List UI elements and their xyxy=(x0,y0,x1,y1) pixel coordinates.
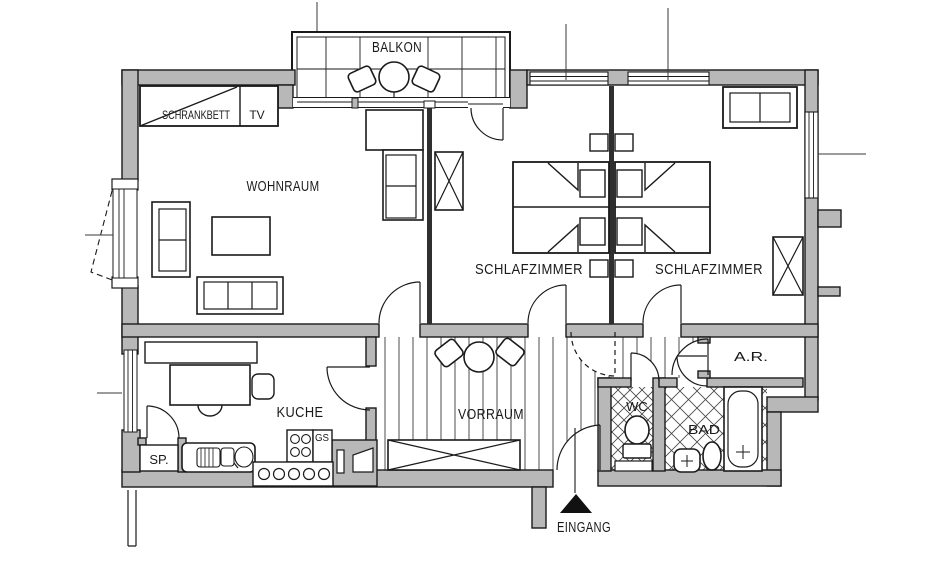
partition-walls xyxy=(427,86,614,324)
bedroom2-side-window xyxy=(804,111,819,199)
kitchen-chair xyxy=(197,404,223,417)
balcony-door xyxy=(470,107,504,141)
counter-knob-row xyxy=(252,461,334,487)
balcony-label: BALKON xyxy=(372,39,422,56)
sofa xyxy=(196,276,284,315)
bedroom-1 xyxy=(434,133,610,278)
wall-bed-label: SCHRANKBETT xyxy=(162,108,231,122)
balcony-window-band xyxy=(293,96,510,109)
hall-chair xyxy=(495,337,525,367)
storage-label: A.R. xyxy=(734,349,768,364)
wc-label: WC xyxy=(626,399,648,414)
toilet xyxy=(624,415,650,445)
balcony-table xyxy=(378,61,410,107)
storage-door xyxy=(671,338,709,376)
doors xyxy=(146,107,709,471)
double-bed xyxy=(614,161,711,254)
kitchen-window xyxy=(123,349,138,433)
entrance-arrow-icon xyxy=(560,494,592,513)
balcony-chair xyxy=(411,65,441,93)
nightstand xyxy=(589,259,609,278)
reference-lines xyxy=(85,2,866,394)
bathroom-label: BAD xyxy=(688,422,720,437)
nightstand xyxy=(614,259,634,278)
bedroom1-window xyxy=(529,71,609,86)
kitchen-label: KUCHE xyxy=(277,404,324,421)
kitchen-chair xyxy=(251,373,275,400)
hall-table xyxy=(463,341,495,373)
bathroom-door xyxy=(676,355,708,387)
bidet xyxy=(702,441,722,471)
double-bed xyxy=(512,161,610,254)
bedroom1-door xyxy=(527,284,567,324)
nightstand xyxy=(614,133,634,152)
living-room-french-window xyxy=(90,178,139,289)
bedroom2-door xyxy=(642,284,682,324)
hall-closet-door xyxy=(570,331,616,377)
kitchen xyxy=(139,341,334,487)
entrance-marker xyxy=(560,428,592,513)
kitchen-door xyxy=(326,366,371,411)
bedroom-2 xyxy=(614,86,804,296)
coffee-table xyxy=(211,216,271,256)
armchair xyxy=(151,201,191,278)
adjacent-wall-lines xyxy=(127,490,137,547)
labels: BALKON SCHRANKBETT TV WOHNRAUM SCHLAFZIM… xyxy=(149,39,768,536)
kitchen-sink xyxy=(181,442,256,473)
pantry-room xyxy=(139,444,179,472)
bathtub xyxy=(723,386,763,472)
dresser xyxy=(722,86,798,129)
entrance-label: EINGANG xyxy=(557,519,611,536)
entrance-door xyxy=(556,424,601,471)
washbasin xyxy=(673,448,701,473)
wardrobe xyxy=(434,151,464,211)
chimney xyxy=(331,439,378,487)
sideboard-unit xyxy=(365,109,424,151)
tv-label: TV xyxy=(249,108,264,122)
bathroom xyxy=(673,386,763,473)
windows xyxy=(90,71,819,547)
balcony-chair xyxy=(347,65,377,93)
lounge-chair-unit xyxy=(382,149,424,221)
door-swing-clearings xyxy=(327,332,708,470)
living-room xyxy=(139,85,424,315)
toilet-tank xyxy=(622,443,652,459)
dishwasher-label: GS xyxy=(315,433,329,444)
kitchen-table xyxy=(169,364,251,406)
wc-door xyxy=(630,352,660,382)
wc-room xyxy=(614,415,653,472)
nightstand xyxy=(589,133,609,152)
living-room-door xyxy=(378,281,421,324)
hallway-label: VORRAUM xyxy=(458,406,524,423)
stove xyxy=(286,429,314,463)
hall-wardrobe xyxy=(387,439,521,471)
kitchen-counter xyxy=(144,341,258,364)
balcony xyxy=(291,31,511,107)
living-room-label: WOHNRAUM xyxy=(247,178,320,195)
hallway xyxy=(387,337,525,471)
wc-shelf xyxy=(614,460,653,472)
hall-chair xyxy=(434,338,464,368)
pantry-door xyxy=(146,405,180,439)
bedroom2-label: SCHLAFZIMMER xyxy=(655,261,763,278)
wardrobe xyxy=(772,236,804,296)
wall-bed-closet xyxy=(139,85,279,127)
pantry-label: SP. xyxy=(149,452,168,467)
bedroom1-label: SCHLAFZIMMER xyxy=(475,261,583,278)
